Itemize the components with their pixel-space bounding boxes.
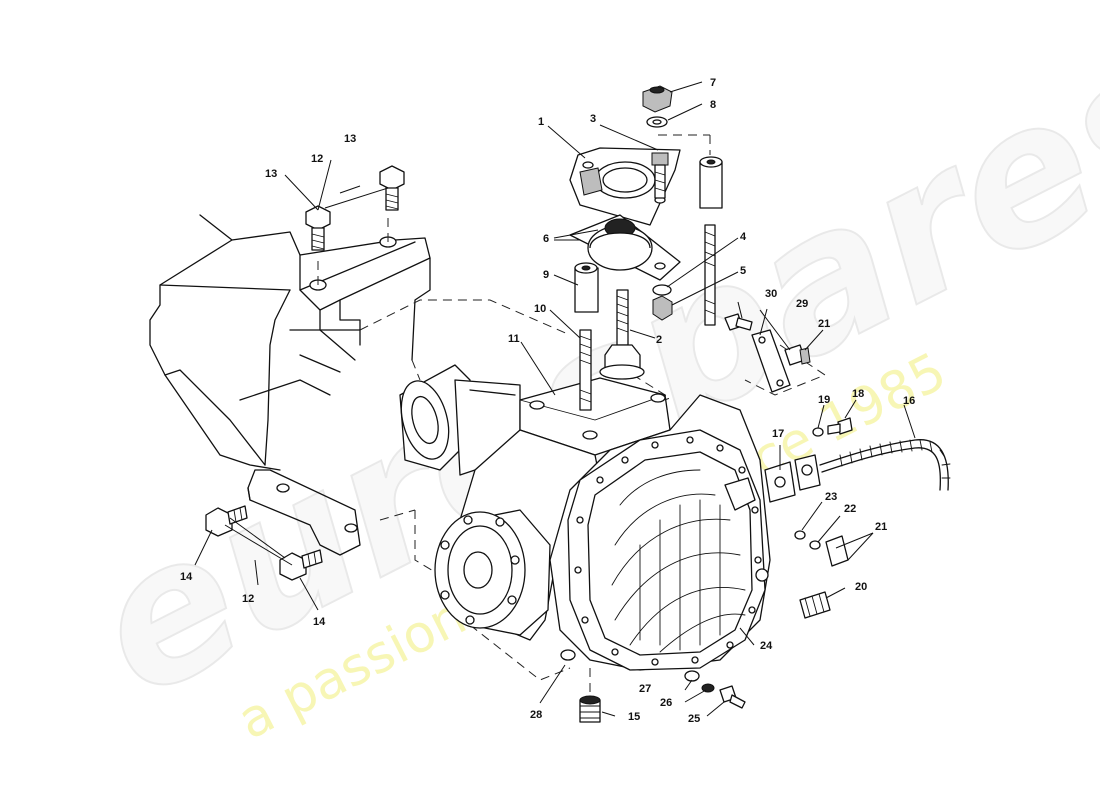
callout-12a: 12 — [311, 153, 323, 165]
callout-8: 8 — [710, 99, 716, 111]
rubber-mount — [569, 214, 681, 281]
leader-lines — [194, 81, 916, 717]
callout-23: 23 — [825, 491, 837, 503]
callout-21b: 21 — [875, 521, 887, 533]
callout-22: 22 — [844, 503, 856, 515]
flange-bolt-holes — [574, 436, 762, 666]
callout-11: 11 — [508, 333, 520, 345]
fasteners — [574, 85, 723, 411]
lower-bracket-bolts — [205, 505, 323, 581]
callout-14a: 14 — [180, 571, 193, 583]
callout-18: 18 — [852, 388, 864, 400]
callout-9: 9 — [543, 269, 549, 281]
callout-29: 29 — [796, 298, 808, 310]
callout-1: 1 — [538, 116, 544, 128]
callout-26: 26 — [660, 697, 672, 709]
breather-assembly — [579, 313, 951, 723]
subframe-structure — [149, 214, 431, 556]
callout-19: 19 — [818, 394, 830, 406]
callout-15: 15 — [628, 711, 640, 723]
callout-2: 2 — [656, 334, 662, 346]
callout-28: 28 — [530, 709, 542, 721]
callout-6: 6 — [543, 233, 549, 245]
callout-4: 4 — [740, 231, 747, 243]
callout-24: 24 — [760, 640, 773, 652]
callout-5: 5 — [740, 265, 746, 277]
callout-labels: 1 2 3 4 5 6 7 8 9 10 11 12 12 13 13 14 1… — [180, 77, 915, 725]
callout-14b: 14 — [313, 616, 326, 628]
callout-12b: 12 — [242, 593, 254, 605]
callout-13b: 13 — [265, 168, 277, 180]
callout-27: 27 — [639, 683, 651, 695]
differential-housing — [399, 364, 771, 671]
callout-16: 16 — [903, 395, 915, 407]
callout-30: 30 — [765, 288, 777, 300]
callout-13a: 13 — [344, 133, 356, 145]
callout-21a: 21 — [818, 318, 830, 330]
callout-3: 3 — [590, 113, 596, 125]
callout-20: 20 — [855, 581, 867, 593]
callout-7: 7 — [710, 77, 716, 89]
mounting-bracket — [569, 147, 681, 226]
callout-25: 25 — [688, 713, 700, 725]
upper-bracket-bolts — [305, 165, 405, 251]
callout-17: 17 — [772, 428, 784, 440]
callout-10: 10 — [534, 303, 546, 315]
